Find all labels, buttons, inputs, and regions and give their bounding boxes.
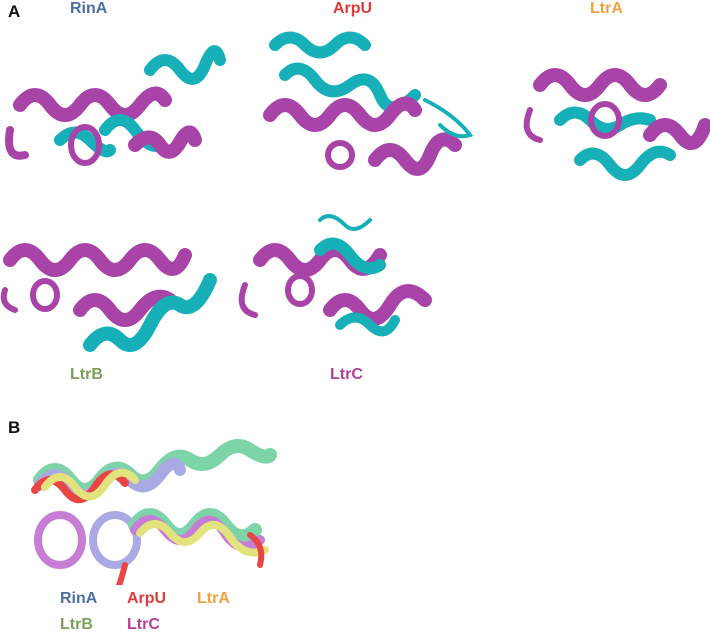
legend-arpu: ArpU bbox=[127, 590, 167, 607]
rina-structure bbox=[5, 45, 226, 166]
legend-rina: RinA bbox=[60, 590, 98, 607]
legend-ltra: LtrA bbox=[197, 590, 230, 607]
panel-a-letter: A bbox=[8, 2, 21, 21]
label-arpu: ArpU bbox=[333, 0, 373, 17]
ltra-structure bbox=[523, 68, 710, 181]
overlay-structure bbox=[31, 439, 277, 585]
legend-ltrb: LtrB bbox=[60, 616, 93, 633]
label-ltrc: LtrC bbox=[330, 366, 363, 383]
label-rina: RinA bbox=[70, 0, 108, 17]
label-ltra: LtrA bbox=[590, 0, 623, 17]
panel-b-letter: B bbox=[8, 418, 21, 437]
ltrc-structure bbox=[238, 214, 432, 337]
ltrb-structure bbox=[0, 243, 217, 352]
label-ltrb: LtrB bbox=[70, 366, 103, 383]
arpu-structure bbox=[263, 31, 474, 176]
legend-ltrc: LtrC bbox=[127, 616, 160, 633]
